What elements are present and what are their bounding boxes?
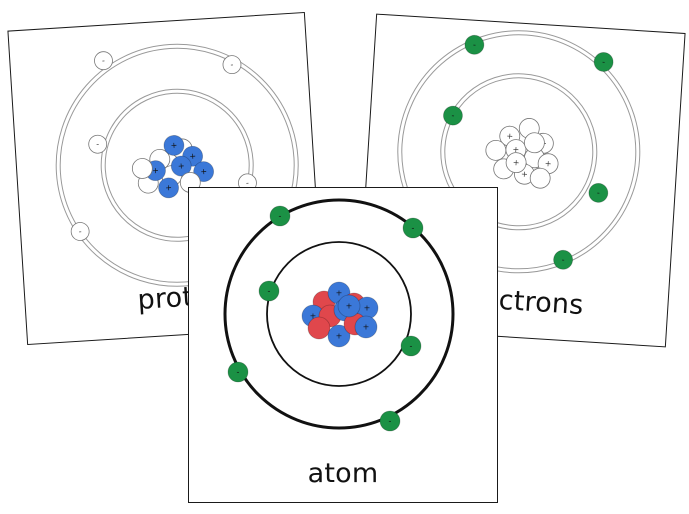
proton: + [170, 155, 192, 177]
neutron [523, 132, 545, 154]
svg-text:+: + [506, 132, 513, 141]
svg-text:+: + [512, 145, 519, 154]
svg-text:+: + [336, 289, 343, 298]
electron: - [222, 55, 242, 75]
electron: - [227, 361, 249, 383]
electron: - [70, 222, 90, 241]
svg-text:-: - [597, 188, 601, 197]
svg-text:-: - [473, 40, 477, 49]
neutron [307, 316, 331, 340]
svg-text:-: - [410, 342, 413, 351]
svg-text:-: - [451, 111, 455, 120]
neutron [529, 167, 551, 189]
nucleus: ++++++ [485, 118, 559, 189]
svg-text:+: + [363, 323, 370, 332]
proton: + [337, 294, 361, 318]
electron-shells: - - - - - - [227, 205, 424, 432]
electron: - [379, 410, 401, 432]
svg-text:-: - [230, 60, 234, 69]
electrons-card: ++++++ ----- electrons [356, 13, 686, 348]
neutron [131, 158, 153, 179]
svg-text:+: + [178, 161, 185, 170]
svg-text:-: - [96, 140, 100, 149]
electron: - [402, 217, 424, 239]
svg-text:-: - [78, 227, 82, 236]
svg-text:+: + [310, 312, 317, 321]
orbit-rings [397, 30, 641, 274]
svg-text:-: - [279, 212, 282, 221]
electron: - [464, 34, 485, 55]
orbit-rings [55, 43, 299, 287]
svg-text:-: - [561, 255, 565, 264]
svg-text:+: + [152, 166, 159, 175]
proton: + [327, 324, 351, 348]
card-label: atom [307, 458, 379, 489]
svg-text:-: - [237, 368, 240, 377]
electron: - [269, 205, 291, 227]
electron: - [588, 182, 609, 203]
electron-shells: - - - - - [70, 51, 257, 241]
svg-text:+: + [165, 183, 172, 192]
svg-text:+: + [170, 141, 177, 150]
electron: - [94, 51, 113, 71]
svg-text:-: - [102, 56, 106, 65]
svg-text:+: + [346, 302, 353, 311]
svg-text:-: - [412, 224, 415, 233]
electron: - [553, 249, 574, 270]
electron: - [593, 52, 614, 72]
proton: + [163, 135, 185, 156]
atom-card: +++++++ - - - - - - atom [188, 187, 498, 503]
orbit-rings [223, 198, 455, 430]
svg-text:+: + [189, 152, 196, 161]
proton: + [354, 315, 378, 339]
svg-text:-: - [602, 57, 606, 66]
electron: - [88, 134, 108, 154]
svg-text:+: + [200, 167, 207, 176]
svg-text:-: - [268, 287, 271, 296]
svg-text:+: + [521, 169, 528, 178]
svg-text:+: + [336, 332, 343, 341]
svg-text:+: + [364, 304, 371, 313]
electron: - [258, 280, 280, 302]
electron: - [400, 335, 422, 357]
electrons-atom-diagram: ++++++ - - - - - [397, 30, 641, 274]
electron: - [443, 105, 463, 126]
proton: + [505, 152, 527, 174]
svg-text:+: + [512, 158, 519, 167]
svg-text:-: - [246, 178, 250, 187]
electron-shells: - - - - - [443, 34, 614, 270]
svg-text:+: + [544, 159, 551, 168]
atom-diagram: +++++++ - - - - - - [223, 198, 455, 432]
svg-text:-: - [389, 417, 392, 426]
nucleus: +++++++ [301, 281, 379, 348]
proton: + [158, 177, 179, 199]
